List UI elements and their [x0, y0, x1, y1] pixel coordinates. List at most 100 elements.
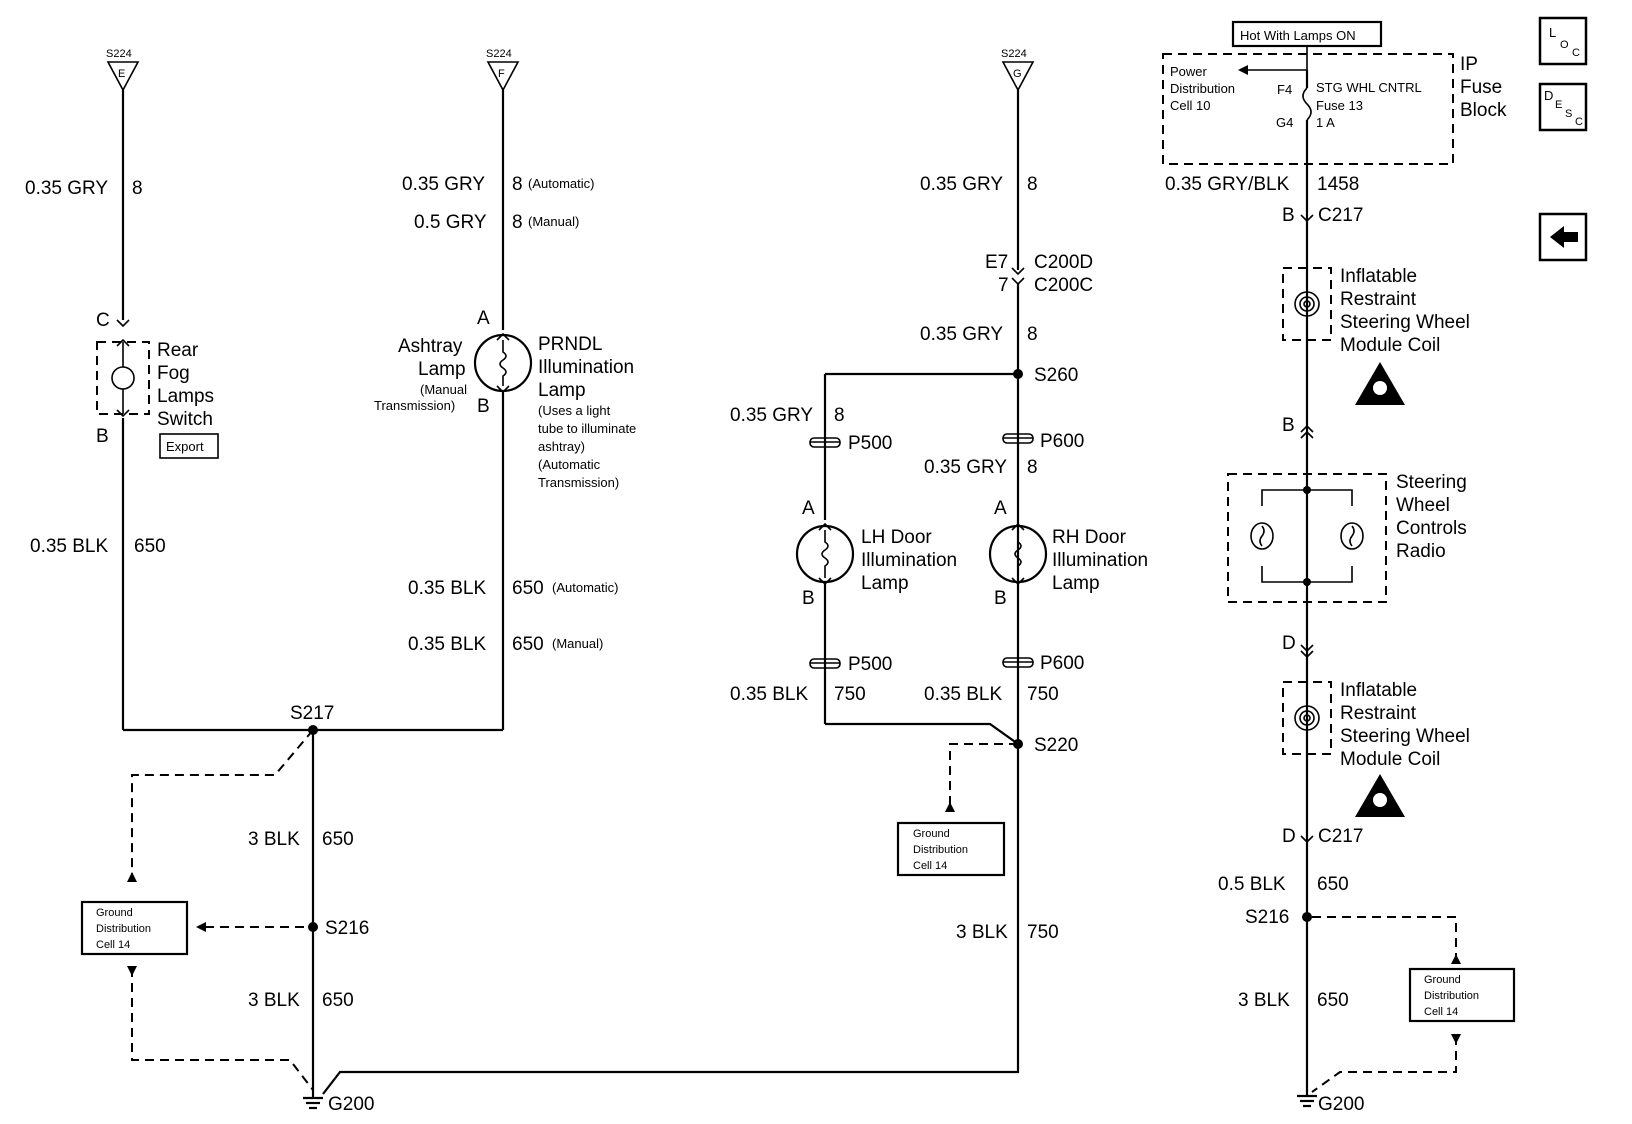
- svg-text:C: C: [96, 310, 110, 331]
- svg-text:Lamp: Lamp: [418, 359, 466, 380]
- left-arrow-icon[interactable]: [1538, 212, 1588, 262]
- svg-text:Cell 14: Cell 14: [1424, 1006, 1458, 1018]
- svg-text:Cell 10: Cell 10: [1170, 98, 1210, 113]
- svg-text:3 BLK: 3 BLK: [956, 922, 1008, 943]
- inflatable-restraint-coil-bottom: Inflatable Restraint Steering Wheel Modu…: [1282, 680, 1470, 770]
- svg-text:0.5 BLK: 0.5 BLK: [1218, 874, 1286, 895]
- svg-text:RH Door: RH Door: [1052, 527, 1127, 548]
- svg-text:G200: G200: [328, 1094, 374, 1115]
- svg-text:G: G: [1013, 68, 1022, 80]
- svg-text:Export: Export: [166, 439, 204, 454]
- svg-text:3 BLK: 3 BLK: [1238, 990, 1290, 1011]
- svg-text:G200: G200: [1318, 1094, 1364, 1115]
- svg-text:Switch: Switch: [157, 409, 213, 430]
- svg-text:D: D: [1544, 88, 1553, 103]
- svg-text:S224: S224: [106, 48, 132, 60]
- svg-text:Cell 14: Cell 14: [96, 939, 130, 951]
- svg-text:PRNDL: PRNDL: [538, 334, 602, 355]
- svg-text:0.35 GRY/BLK: 0.35 GRY/BLK: [1165, 174, 1290, 195]
- svg-text:Transmission): Transmission): [538, 475, 619, 490]
- svg-text:750: 750: [834, 684, 866, 705]
- svg-text:L: L: [1549, 25, 1556, 40]
- rear-fog-lamps-switch: Rear Fog Lamps Switch: [96, 338, 214, 430]
- svg-text:STG WHL CNTRL: STG WHL CNTRL: [1316, 80, 1422, 95]
- gdc-right-box[interactable]: Ground Distribution Cell 14: [1408, 967, 1516, 1023]
- svg-text:D: D: [1282, 826, 1296, 847]
- svg-text:Module Coil: Module Coil: [1340, 749, 1440, 770]
- svg-text:Wheel: Wheel: [1396, 495, 1450, 516]
- svg-text:E: E: [118, 68, 125, 80]
- svg-text:Ground: Ground: [1424, 974, 1461, 986]
- svg-text:B: B: [994, 588, 1007, 609]
- circuit-f: 0.35 GRY 8 (Automatic) 0.5 GRY 8 (Manual…: [374, 90, 636, 730]
- svg-text:Ground: Ground: [913, 828, 950, 840]
- svg-text:Ground: Ground: [96, 907, 133, 919]
- svg-text:650: 650: [512, 578, 544, 599]
- svg-text:S260: S260: [1034, 365, 1078, 386]
- svg-text:A: A: [802, 498, 815, 519]
- svg-text:0.35 GRY: 0.35 GRY: [920, 324, 1003, 345]
- ground-left: S217 3 BLK 650 S216 3 BLK 650 G200 Groun…: [80, 703, 1020, 1115]
- svg-text:1458: 1458: [1317, 174, 1359, 195]
- svg-text:S217: S217: [290, 703, 334, 724]
- svg-text:Steering Wheel: Steering Wheel: [1340, 312, 1470, 333]
- svg-text:Steering Wheel: Steering Wheel: [1340, 726, 1470, 747]
- svg-text:750: 750: [1027, 922, 1059, 943]
- svg-text:Lamp: Lamp: [861, 573, 909, 594]
- svg-text:8: 8: [512, 212, 523, 233]
- desc-button[interactable]: D E S C: [1538, 82, 1588, 132]
- svg-text:Distribution: Distribution: [913, 844, 968, 856]
- svg-text:Distribution: Distribution: [1424, 990, 1479, 1002]
- svg-text:P600: P600: [1040, 431, 1084, 452]
- svg-text:(Manual): (Manual): [552, 636, 603, 651]
- svg-text:B: B: [1282, 205, 1295, 226]
- svg-text:Inflatable: Inflatable: [1340, 266, 1417, 287]
- svg-text:S224: S224: [1001, 48, 1027, 60]
- gdc-left-box[interactable]: Ground Distribution Cell 14: [80, 900, 189, 956]
- svg-text:0.35 GRY: 0.35 GRY: [402, 174, 485, 195]
- svg-text:Cell 14: Cell 14: [913, 860, 947, 872]
- svg-text:P500: P500: [848, 433, 892, 454]
- svg-text:S216: S216: [325, 918, 369, 939]
- svg-text:LH Door: LH Door: [861, 527, 932, 548]
- svg-text:650: 650: [134, 536, 166, 557]
- svg-text:A: A: [994, 498, 1007, 519]
- rh-door-illumination-lamp: [988, 522, 1048, 586]
- loc-button[interactable]: L O C: [1538, 16, 1588, 66]
- svg-text:0.35 BLK: 0.35 BLK: [30, 536, 108, 557]
- svg-text:8: 8: [512, 174, 523, 195]
- svg-text:S224: S224: [486, 48, 512, 60]
- airbag-warning-icon: [1355, 362, 1405, 405]
- svg-text:(Uses a light: (Uses a light: [538, 403, 611, 418]
- svg-text:B: B: [802, 588, 815, 609]
- svg-text:Steering: Steering: [1396, 472, 1467, 493]
- svg-text:Fog: Fog: [157, 363, 190, 384]
- svg-text:Hot With Lamps ON: Hot With Lamps ON: [1240, 28, 1356, 43]
- svg-text:650: 650: [1317, 874, 1349, 895]
- svg-text:Distribution: Distribution: [1170, 81, 1235, 96]
- svg-text:Illumination: Illumination: [1052, 550, 1148, 571]
- connector-p500-top: [809, 437, 841, 448]
- svg-text:Ashtray: Ashtray: [398, 336, 463, 357]
- s224-g-terminal: S224 G: [1001, 48, 1035, 92]
- svg-text:S220: S220: [1034, 735, 1078, 756]
- svg-text:8: 8: [834, 405, 845, 426]
- svg-text:0.35 GRY: 0.35 GRY: [924, 457, 1007, 478]
- svg-text:Radio: Radio: [1396, 541, 1446, 562]
- svg-text:Transmission): Transmission): [374, 398, 455, 413]
- svg-text:F4: F4: [1277, 82, 1292, 97]
- svg-text:C: C: [1575, 116, 1583, 128]
- connector-p500-bottom: [809, 658, 841, 669]
- svg-text:(Automatic): (Automatic): [552, 580, 618, 595]
- svg-text:Lamps: Lamps: [157, 386, 214, 407]
- svg-text:F: F: [498, 68, 505, 80]
- svg-text:650: 650: [322, 990, 354, 1011]
- connector-p600-top: [1002, 433, 1034, 444]
- circuit-g: 0.35 GRY 8 E7 C200D 7 C200C 0.35 GRY 8 S…: [730, 90, 1148, 943]
- steering-wheel-controls-radio: Steering Wheel Controls Radio: [1227, 472, 1467, 603]
- gdc-center-box[interactable]: Ground Distribution Cell 14: [896, 821, 1006, 877]
- svg-text:Inflatable: Inflatable: [1340, 680, 1417, 701]
- svg-text:D: D: [1282, 633, 1296, 654]
- svg-text:O: O: [1560, 39, 1569, 51]
- svg-text:C200C: C200C: [1034, 275, 1093, 296]
